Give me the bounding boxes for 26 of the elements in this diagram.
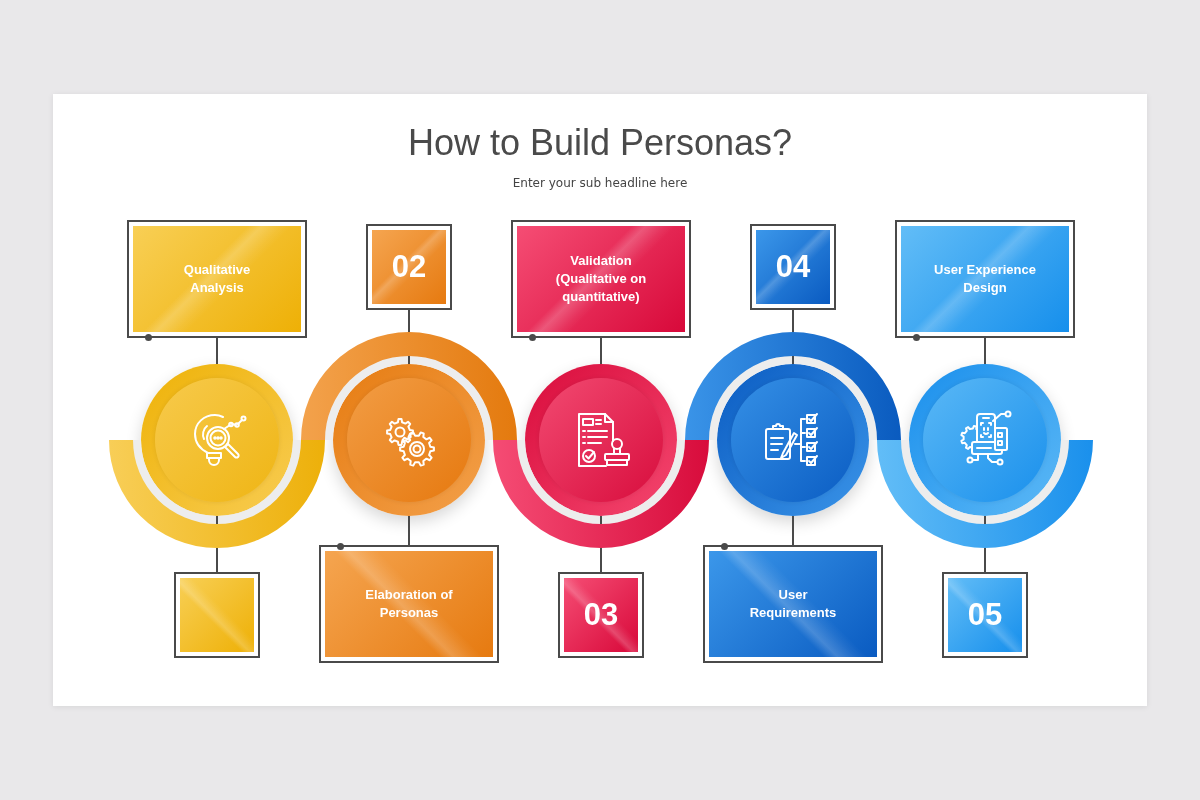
- step-number: 03: [583, 598, 619, 632]
- card-frame: [703, 545, 883, 663]
- card-frame: [558, 572, 644, 658]
- card-frame: [750, 224, 836, 310]
- card-frame: [127, 220, 307, 338]
- connector-line: [984, 337, 986, 365]
- step-title: User Requirements: [748, 586, 838, 622]
- connector-line: [408, 515, 410, 546]
- step-number: 05: [967, 598, 1003, 632]
- card-frame: [895, 220, 1075, 338]
- connector-line: [600, 337, 602, 365]
- card-frame: [366, 224, 452, 310]
- step-title: Elaboration of Personas: [364, 586, 454, 622]
- slide-title: How to Build Personas?: [407, 122, 793, 164]
- step-number: 04: [775, 250, 811, 284]
- step-number: 02: [391, 250, 427, 284]
- card-frame: [942, 572, 1028, 658]
- connector-line: [792, 515, 794, 546]
- connector-line: [216, 337, 218, 365]
- subtitle: Enter your sub headline here: [512, 175, 688, 192]
- card-frame: [511, 220, 691, 338]
- card-frame: [174, 572, 260, 658]
- step-title: User Experience Design: [933, 261, 1037, 297]
- step-title: Qualitative Analysis: [182, 261, 252, 297]
- step-title: Validation (Qualitative on quantitative): [554, 252, 648, 306]
- card-frame: [319, 545, 499, 663]
